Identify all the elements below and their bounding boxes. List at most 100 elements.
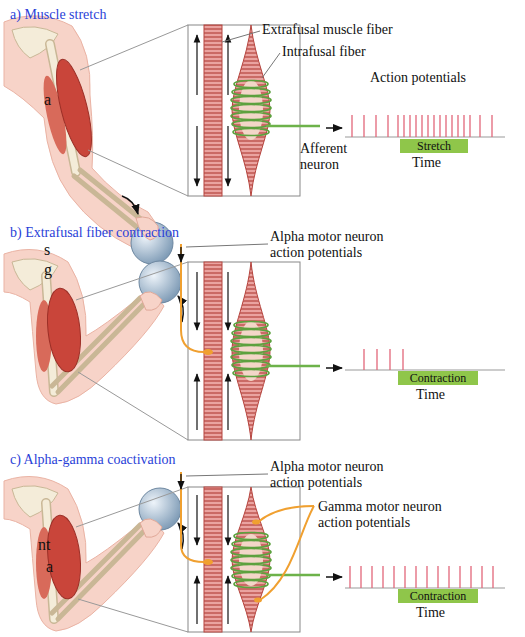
hand (140, 292, 162, 310)
cropped-text: a (46, 559, 53, 575)
forearm-bone (74, 176, 138, 228)
force-arrow (227, 272, 228, 330)
leader-line (186, 474, 268, 476)
annotation-label: Afferent neuron (300, 141, 362, 173)
force-arrow (196, 576, 197, 624)
coil-turn (232, 330, 270, 337)
signal-arrow (180, 474, 181, 489)
motor-endplate (203, 349, 213, 355)
stretch-arrows (197, 35, 228, 186)
afferent-coil (231, 533, 271, 588)
force-arrow (227, 374, 228, 430)
motor-endplate (254, 598, 262, 603)
coil-turn (231, 565, 271, 572)
body-silhouette (4, 250, 164, 405)
gamma-motor-axon (260, 506, 314, 600)
annotation-label: Alpha motor neuron action potentials (270, 229, 405, 261)
panel-title: b) Extrafusal fiber contraction (10, 225, 179, 241)
bar-label: Contraction (410, 372, 467, 385)
coil-turn (233, 129, 269, 136)
intrafusal-fiber (232, 487, 270, 632)
annotation-label: Alpha motor neuron action potentials (270, 459, 405, 491)
annotation-label: Action potentials (370, 70, 466, 86)
coil-turn (234, 533, 268, 540)
forearm-bone (80, 170, 142, 220)
action-potential-spikes (350, 566, 493, 588)
leader-line (262, 53, 280, 78)
biceps-muscle (49, 56, 98, 159)
coil-turn (231, 338, 271, 345)
coil-turn (234, 322, 268, 329)
bar-label: Contraction (410, 590, 467, 603)
zoom-line (76, 487, 188, 527)
leader-line (222, 31, 260, 42)
cropped-text: s (44, 242, 50, 258)
annotation-label: Time (416, 387, 445, 403)
zoom-line (78, 372, 188, 440)
extrafusal-fiber (204, 487, 222, 632)
coil-turn (232, 121, 270, 128)
extrafusal-fiber (204, 25, 222, 196)
annotation-label: Gamma motor neuron action potentials (318, 499, 460, 531)
bar-label: Stretch (417, 140, 451, 153)
force-arrow (196, 374, 197, 430)
afferent-axon (266, 365, 320, 368)
zoom-box (188, 262, 300, 440)
time-window-bar: Contraction (398, 371, 478, 385)
gamma-motor-axon (258, 506, 314, 522)
signal-arrow (326, 127, 342, 129)
cropped-text: nt (38, 537, 50, 553)
extrafusal-fiber (204, 262, 222, 440)
time-window-bar: Stretch (400, 139, 468, 153)
cropped-text: a (44, 92, 51, 108)
coil-turn (233, 370, 269, 377)
zoom-line (80, 25, 188, 70)
coil-turn (231, 557, 271, 564)
coil-turn (231, 105, 271, 112)
action-potential-spikes (352, 115, 492, 137)
force-arrow (196, 35, 197, 95)
afferent-axon (266, 574, 320, 577)
force-arrow (227, 126, 228, 186)
force-arrow (227, 495, 228, 545)
coil-turn (232, 89, 270, 96)
coil-turn (234, 581, 268, 588)
motor-endplate (252, 520, 260, 525)
coil-turn (231, 97, 271, 104)
contraction-arrows (197, 495, 228, 624)
afferent-coil (231, 81, 271, 136)
action-potential-spikes (364, 349, 403, 370)
annotation-label: Intrafusal fiber (282, 44, 366, 60)
zoom-line (76, 262, 188, 300)
coil-turn (231, 549, 271, 556)
body-silhouette (4, 16, 162, 249)
intrafusal-fiber (232, 25, 270, 196)
zoom-line (78, 599, 188, 632)
annotation-label: Time (416, 605, 445, 621)
hand (140, 519, 162, 537)
coil-turn (231, 346, 271, 353)
afferent-axon (266, 125, 320, 128)
force-arrow (196, 126, 197, 186)
coil-turn (232, 541, 270, 548)
signal-arrow (326, 576, 342, 578)
motor-endplate (203, 559, 213, 565)
coil-turn (231, 113, 271, 120)
force-arrow (196, 272, 197, 330)
intrafusal-fiber (232, 262, 270, 440)
zoom-line (88, 150, 188, 196)
force-arrow (227, 576, 228, 624)
annotation-label: Extrafusal muscle fiber (262, 22, 393, 38)
motion-arrow (122, 196, 138, 214)
annotation-label: Time (412, 155, 441, 171)
body-silhouette (4, 477, 164, 632)
cropped-text: g (44, 262, 52, 278)
panel-title: a) Muscle stretch (10, 7, 106, 23)
spindle-center (239, 534, 263, 586)
panel-title: c) Alpha-gamma coactivation (10, 452, 176, 468)
time-window-bar: Contraction (398, 589, 478, 603)
coil-turn (232, 362, 270, 369)
